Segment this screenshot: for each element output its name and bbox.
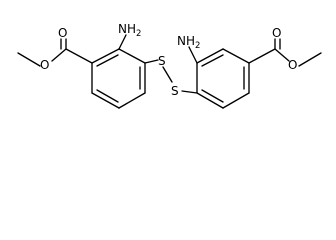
bond xyxy=(162,66,173,83)
bond xyxy=(222,92,250,109)
bond xyxy=(65,48,93,64)
bond xyxy=(196,92,224,109)
sulfur-label-left: S xyxy=(158,54,166,68)
sulfur-label-right: S xyxy=(171,84,179,98)
amine-label-right: NH2 xyxy=(177,34,200,51)
right-benzene-ring xyxy=(196,48,250,109)
ester-oxygen-left: O xyxy=(40,58,49,72)
bond xyxy=(96,54,119,67)
bond xyxy=(196,48,224,64)
bond xyxy=(274,48,290,62)
ester-oxygen-right: O xyxy=(288,58,297,72)
bond xyxy=(248,48,276,64)
bond xyxy=(201,54,224,67)
bond xyxy=(118,92,146,109)
bond xyxy=(17,52,41,67)
bond xyxy=(91,48,120,64)
bond xyxy=(181,90,198,94)
bond xyxy=(188,46,198,64)
carbonyl-oxygen-left: O xyxy=(58,26,67,40)
bond xyxy=(144,59,159,64)
left-benzene-ring xyxy=(91,48,146,109)
amine-label-left: NH2 xyxy=(118,22,141,39)
bond xyxy=(222,48,250,64)
carbonyl-oxygen-right: O xyxy=(272,26,281,40)
bond xyxy=(298,52,322,67)
bond xyxy=(118,48,146,64)
bond xyxy=(51,48,67,62)
bond xyxy=(91,92,120,109)
bond xyxy=(201,89,224,103)
bond xyxy=(96,89,119,103)
structure-diagram: NH2 O O S S NH2 O O xyxy=(17,22,322,109)
bond xyxy=(118,34,127,50)
